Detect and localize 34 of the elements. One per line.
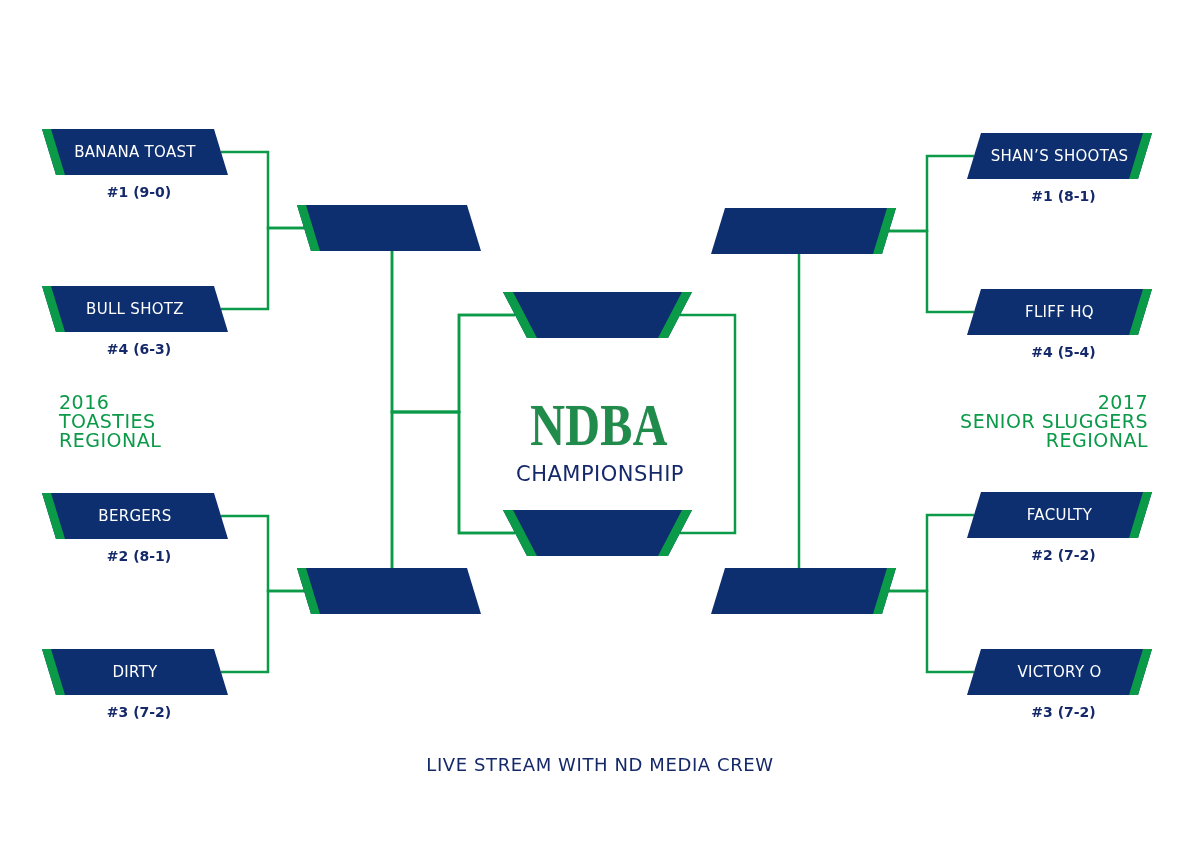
team-banner: BERGERS: [42, 493, 228, 539]
seed-record-label: #3 (7-2): [106, 704, 172, 720]
seed-record-label: #2 (7-2): [1031, 547, 1096, 563]
empty-slot: [711, 568, 896, 614]
bracket-line: [680, 313, 737, 535]
team-banner: BULL SHOTZ: [42, 286, 228, 332]
final-slot: [503, 510, 692, 556]
team-banner: VICTORY O: [967, 649, 1152, 695]
empty-slot: [297, 205, 481, 251]
region-title: 2016 TOASTIES REGIONAL: [59, 393, 162, 450]
bracket-line: [221, 589, 304, 674]
empty-slot: [711, 208, 896, 254]
bracket-line: [797, 254, 801, 568]
team-banner: DIRTY: [42, 649, 228, 695]
bracket-line: [889, 229, 974, 314]
seed-record-label: #1 (8-1): [1031, 188, 1096, 204]
team-banner: SHAN’S SHOOTAS: [967, 133, 1152, 179]
tournament-subtitle: CHAMPIONSHIP: [516, 462, 684, 486]
team-banner: FLIFF HQ: [967, 289, 1152, 335]
team-banner: FACULTY: [967, 492, 1152, 538]
empty-slot: [297, 568, 481, 614]
bracket-line: [221, 226, 304, 311]
bracket-line: [889, 589, 974, 674]
seed-record-label: #2 (8-1): [106, 548, 172, 564]
seed-record-label: #4 (6-3): [106, 341, 172, 357]
final-slot: [503, 292, 692, 338]
bracket-line: [390, 410, 515, 568]
seed-record-label: #1 (9-0): [106, 184, 172, 200]
stream-caption: LIVE STREAM WITH ND MEDIA CREW: [426, 754, 774, 776]
region-title: 2017 SENIOR SLUGGERS REGIONAL: [960, 393, 1148, 450]
tournament-title: NDBA: [530, 394, 668, 456]
seed-record-label: #3 (7-2): [1031, 704, 1096, 720]
team-banner: BANANA TOAST: [42, 129, 228, 175]
seed-record-label: #4 (5-4): [1031, 344, 1096, 360]
